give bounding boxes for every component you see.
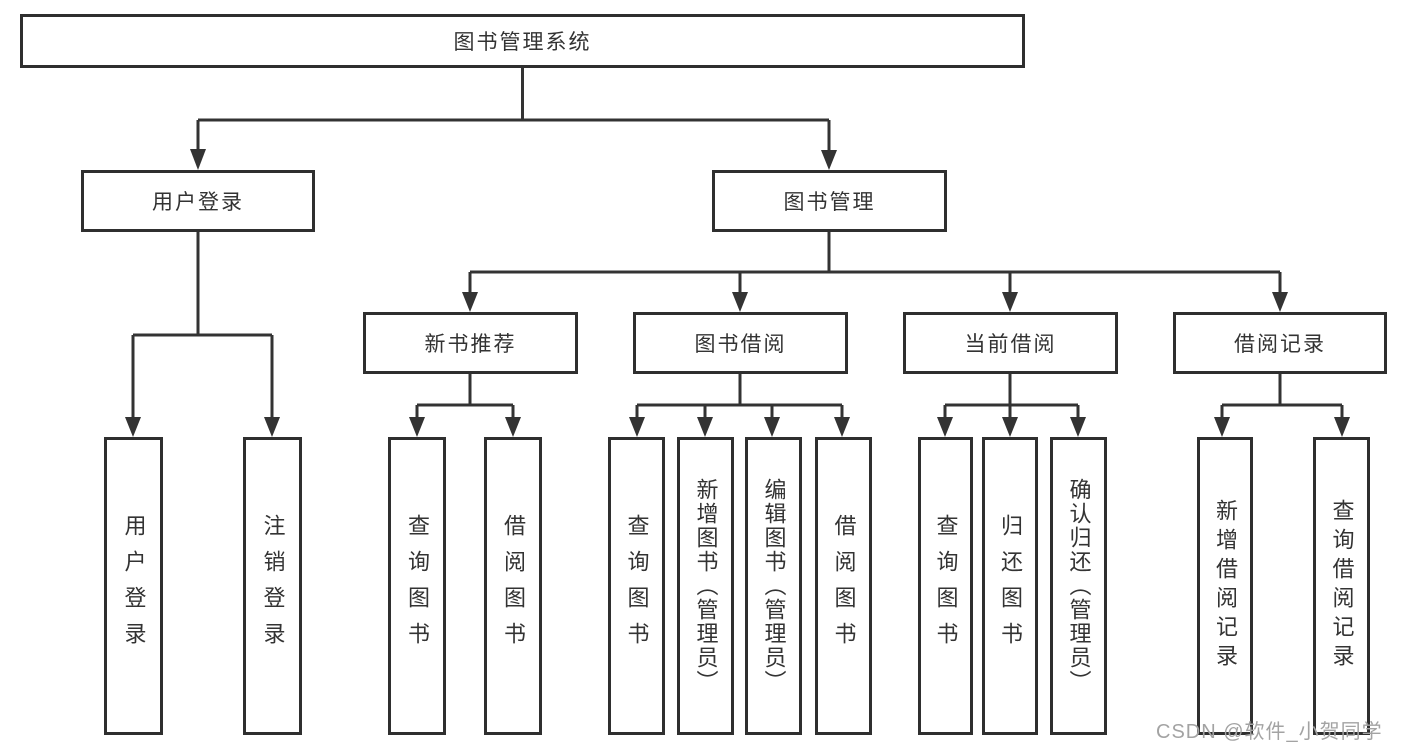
csdn-watermark: CSDN @软件_小贺同学	[1156, 721, 1383, 743]
node-label: 借阅图书	[501, 514, 526, 658]
node-label: 查询图书	[624, 514, 650, 658]
node-library-system-root: 图书管理系统	[20, 14, 1025, 68]
node-label: 注销登录	[260, 514, 286, 658]
node-user-login-group: 用户登录	[81, 170, 315, 232]
node-logout: 注销登录	[243, 437, 302, 735]
node-borrow-records: 借阅记录	[1173, 312, 1387, 374]
arrowheads	[125, 149, 1350, 437]
node-label: 查询图书	[405, 514, 430, 658]
node-label: 用户登录	[152, 191, 244, 214]
node-label: 借阅记录	[1234, 333, 1326, 356]
node-label: 用户登录	[121, 514, 147, 658]
node-label: 查询借阅记录	[1329, 499, 1355, 673]
node-add-books-admin: 新增图书（管理员）	[677, 437, 734, 735]
node-label: 借阅图书	[831, 514, 857, 658]
node-query-borrow-record: 查询借阅记录	[1313, 437, 1370, 735]
node-user-login: 用户登录	[104, 437, 163, 735]
node-label: 新书推荐	[424, 333, 517, 356]
node-book-borrow: 图书借阅	[633, 312, 848, 374]
node-label: 图书借阅	[694, 333, 787, 356]
node-query-books-recommend: 查询图书	[388, 437, 446, 735]
node-label: 图书管理系统	[453, 31, 592, 54]
node-label: 确认归还（管理员）	[1066, 478, 1092, 694]
node-current-borrow: 当前借阅	[903, 312, 1118, 374]
node-label: 图书管理	[783, 191, 876, 214]
node-edit-books-admin: 编辑图书（管理员）	[745, 437, 802, 735]
node-query-books-current: 查询图书	[918, 437, 973, 735]
node-return-books: 归还图书	[982, 437, 1038, 735]
node-label: 查询图书	[933, 514, 959, 658]
node-book-management-group: 图书管理	[712, 170, 947, 232]
node-label: 编辑图书（管理员）	[761, 478, 787, 694]
node-confirm-return-admin: 确认归还（管理员）	[1050, 437, 1107, 735]
node-new-book-recommend: 新书推荐	[363, 312, 578, 374]
node-add-borrow-record: 新增借阅记录	[1197, 437, 1253, 735]
node-label: 新增借阅记录	[1213, 499, 1238, 673]
node-query-books-borrow: 查询图书	[608, 437, 665, 735]
node-borrow-books-recommend: 借阅图书	[484, 437, 542, 735]
node-label: 新增图书（管理员）	[693, 478, 719, 694]
node-label: 归还图书	[998, 514, 1023, 658]
node-label: 当前借阅	[964, 333, 1057, 356]
node-borrow-books: 借阅图书	[815, 437, 872, 735]
